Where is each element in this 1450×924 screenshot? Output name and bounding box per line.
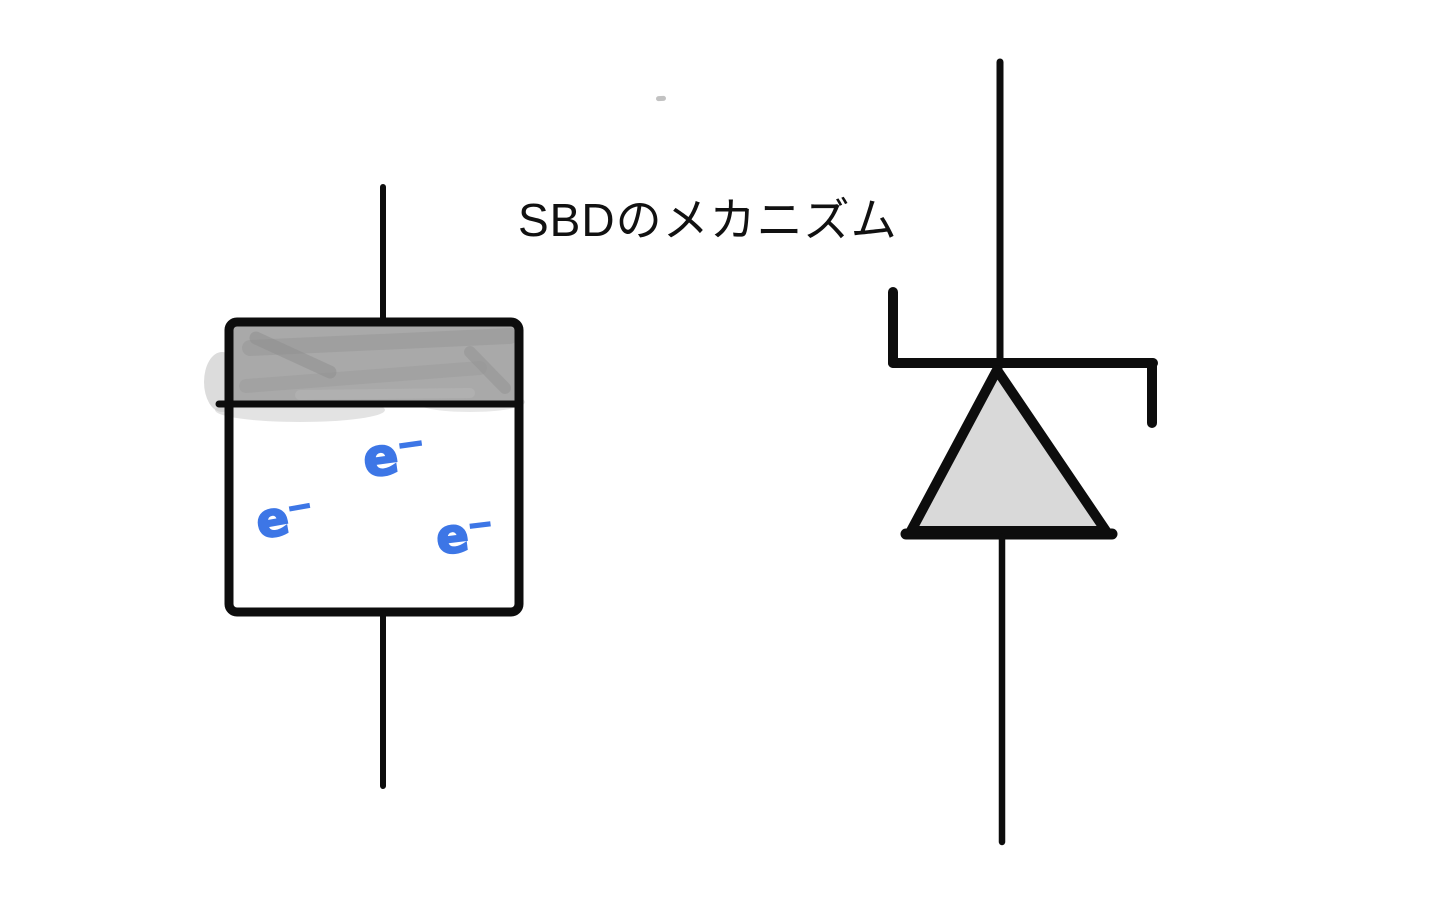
junction-box-outline bbox=[224, 317, 524, 617]
page-title: SBDのメカニズム bbox=[518, 194, 898, 246]
schottky-diode-symbol bbox=[888, 58, 1158, 846]
stray-pen-mark bbox=[655, 95, 667, 102]
diode-triangle bbox=[906, 365, 1111, 536]
metal-scribble-streak bbox=[242, 328, 518, 356]
junction-box-sketch bbox=[204, 184, 525, 789]
electron-label: e⁻ bbox=[432, 503, 498, 568]
electron-label: e⁻ bbox=[358, 421, 430, 491]
metal-scribble-streak bbox=[249, 331, 337, 379]
electron-label: e⁻ bbox=[251, 484, 320, 551]
metal-scribble-streak bbox=[464, 346, 511, 394]
metal-scribble-streak bbox=[295, 388, 475, 400]
metal-scribble-streak bbox=[239, 361, 487, 393]
